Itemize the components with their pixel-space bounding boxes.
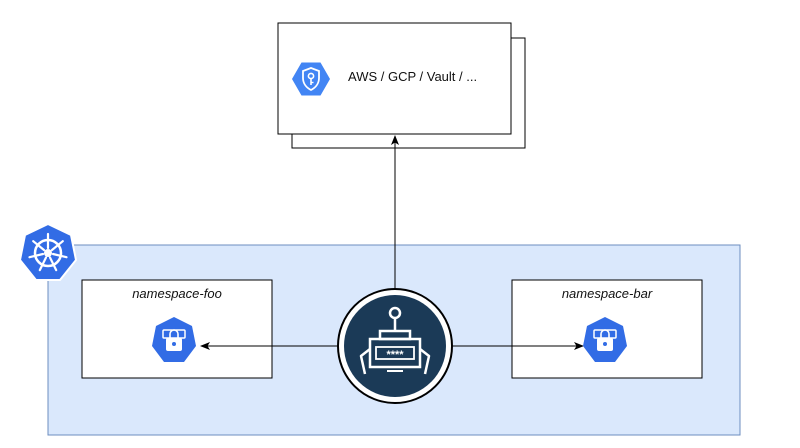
kubernetes-secret-icon	[583, 317, 627, 362]
gcp-secret-manager-icon	[292, 62, 330, 96]
namespace-foo-label: namespace-foo	[132, 286, 222, 301]
external-secrets-operator-robot-icon: ****	[337, 288, 453, 404]
secret-mask-text: ****	[386, 349, 404, 361]
kubernetes-helm-icon	[18, 222, 78, 281]
provider-label: AWS / GCP / Vault / ...	[348, 69, 478, 84]
namespace-bar-label: namespace-bar	[561, 286, 653, 301]
kubernetes-secret-icon	[152, 317, 196, 362]
